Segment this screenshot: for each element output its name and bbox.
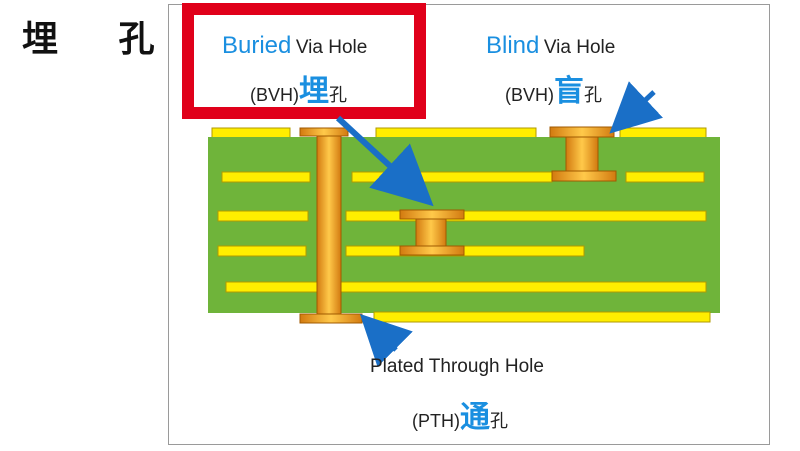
inner-trace xyxy=(225,281,707,293)
buried-via xyxy=(399,209,465,256)
buried-word: Buried xyxy=(222,32,292,59)
pth-cjk-big: 通 xyxy=(460,400,490,435)
blind-cjk-small: 孔 xyxy=(584,85,602,106)
buried-highlight-box xyxy=(182,3,426,119)
top-copper-trace xyxy=(619,127,707,139)
blind-arrow xyxy=(609,81,663,134)
blind-via-hole: Via Hole xyxy=(543,37,616,58)
inner-trace xyxy=(351,171,553,183)
inner-trace xyxy=(625,171,705,183)
blind-label-line1: Blind Via Hole xyxy=(486,32,615,60)
pth-text: Plated Through Hole xyxy=(370,356,544,377)
buried-via-hole: Via Hole xyxy=(295,37,368,58)
bottom-copper-trace xyxy=(373,311,711,323)
top-copper-trace xyxy=(375,127,537,139)
buried-label-line1: Buried Via Hole xyxy=(222,32,367,60)
diagram-frame xyxy=(168,4,770,445)
pth-cjk-small: 孔 xyxy=(490,411,508,432)
pth-abbr: (PTH) xyxy=(412,411,460,431)
inner-trace xyxy=(345,210,707,222)
buried-arrow xyxy=(335,115,434,207)
blind-abbr: (BVH) xyxy=(505,85,554,105)
inner-trace xyxy=(221,171,311,183)
pth-label-line2: (PTH)通孔 xyxy=(412,392,508,436)
plated-through-hole xyxy=(299,127,363,324)
blind-via xyxy=(549,126,617,182)
inner-trace xyxy=(217,210,309,222)
buried-cjk-big: 埋 xyxy=(299,74,329,109)
buried-cjk-small: 孔 xyxy=(329,85,347,106)
top-copper-trace xyxy=(211,127,291,139)
blind-word: Blind xyxy=(486,32,540,59)
pth-arrow xyxy=(359,313,413,367)
pth-label-line1: Plated Through Hole xyxy=(370,356,544,378)
blind-label-line2: (BVH)盲孔 xyxy=(505,66,602,110)
buried-abbr: (BVH) xyxy=(250,85,299,105)
inner-trace xyxy=(217,245,307,257)
blind-cjk-big: 盲 xyxy=(554,74,584,109)
page-title: 埋 孔 xyxy=(22,19,179,60)
inner-trace xyxy=(345,245,585,257)
buried-label-line2: (BVH)埋孔 xyxy=(250,66,347,110)
